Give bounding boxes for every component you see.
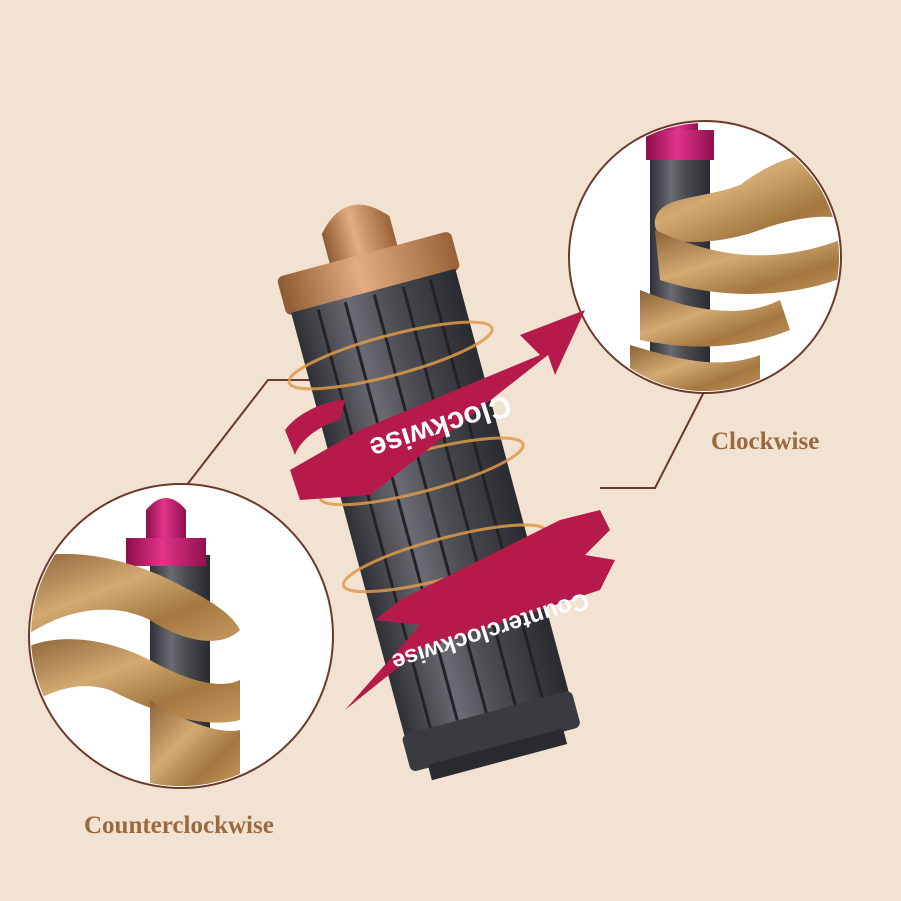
clockwise-inset: [568, 120, 842, 394]
clockwise-arrow: [285, 310, 585, 500]
caption-clockwise: Clockwise: [711, 428, 820, 455]
leader-lines: [185, 379, 707, 489]
counterclockwise-arrow: [345, 510, 615, 710]
caption-counterclockwise: Counterclockwise: [84, 812, 274, 839]
counterclockwise-inset: [28, 483, 334, 789]
